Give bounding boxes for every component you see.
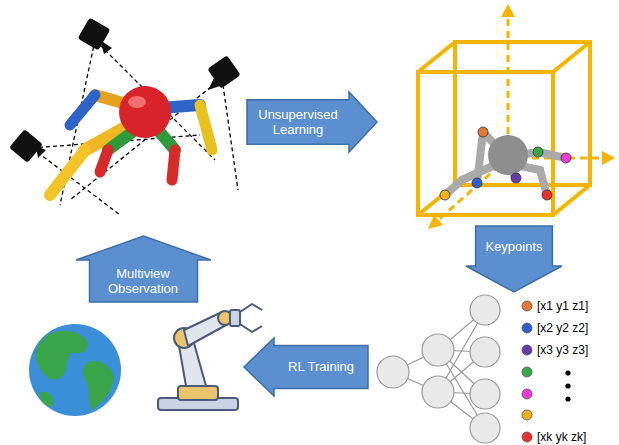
grey-robot [445, 132, 566, 195]
arrow-label: Unsupervised Learning [247, 107, 349, 137]
block-arrow: Multiview Observation [76, 236, 211, 302]
arrow-outline [244, 338, 368, 396]
keypoint-coords: [xk yk zk] [537, 430, 586, 444]
keypoint-dot [522, 301, 532, 442]
bounding-cube [418, 42, 590, 215]
robot [50, 86, 212, 195]
arrow-outline [466, 226, 562, 292]
network-neuron [377, 295, 500, 443]
ellipsis [565, 370, 570, 401]
arrow-shape [466, 226, 562, 292]
globe [29, 324, 121, 416]
arrow-label: Keypoints [485, 239, 542, 254]
arrow-label: RL Training [288, 359, 354, 374]
keypoint-coords: [x2 y2 z2] [537, 321, 588, 335]
camera-rays [32, 40, 238, 215]
keypoint [440, 127, 571, 200]
axis-heads [428, 4, 615, 229]
block-arrow: Unsupervised Learning [247, 92, 377, 152]
arrow-outline [76, 236, 211, 302]
arrow-label-area: Unsupervised Learning [247, 100, 349, 144]
keypoint-coords: [x3 y3 z3] [537, 343, 588, 357]
block-arrow: Keypoints [466, 226, 562, 292]
robot-arm [158, 304, 262, 410]
keypoint-coords: [x1 y1 z1] [537, 299, 588, 313]
camera [9, 18, 241, 163]
arrow-outline [247, 92, 377, 152]
arrow-label-area: Multiview Observation [89, 260, 197, 302]
arrow-label-area: RL Training [274, 346, 368, 389]
axes [436, 14, 606, 222]
arrow-label: Multiview Observation [89, 266, 197, 296]
block-arrow: RL Training [244, 338, 368, 396]
arrow-label-area: Keypoints [476, 226, 553, 266]
